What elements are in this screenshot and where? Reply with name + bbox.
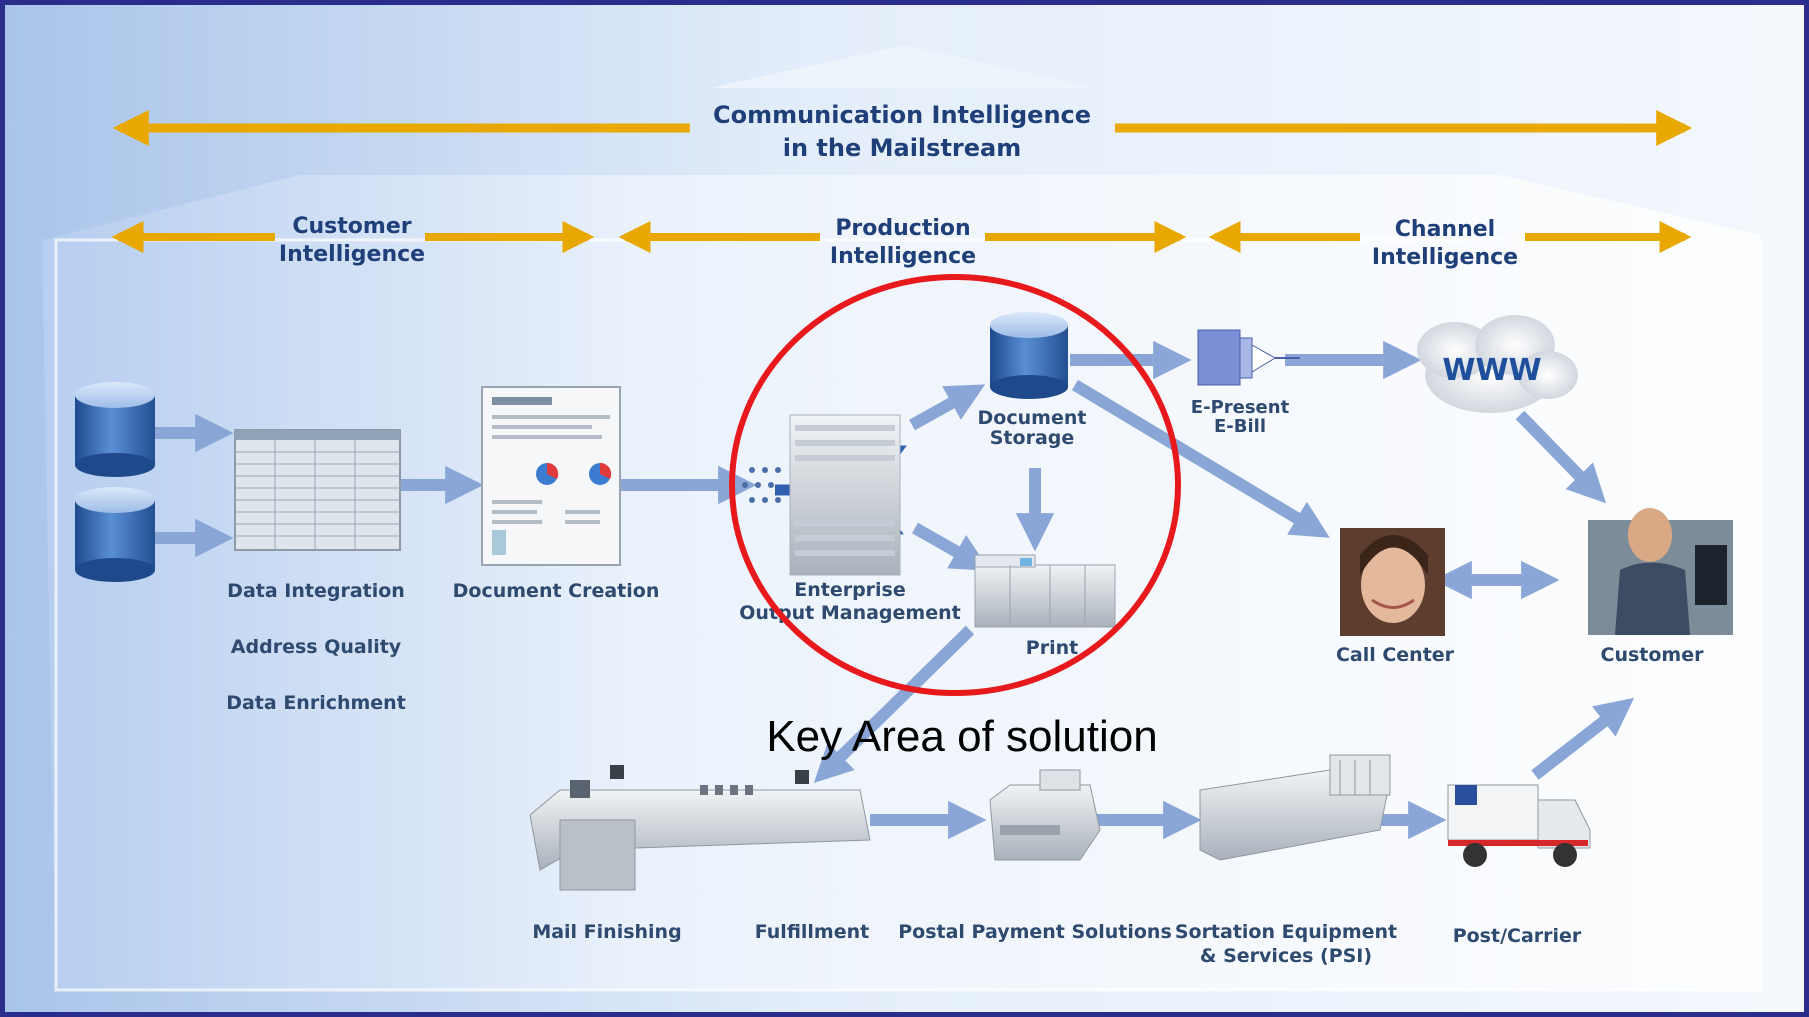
- production-intelligence-line1: Production: [835, 216, 970, 241]
- data-integration-label: Data Integration: [227, 580, 405, 602]
- customer-label: Customer: [1601, 644, 1705, 666]
- print-label: Print: [1026, 637, 1078, 659]
- database-icon-1: [75, 382, 155, 477]
- database-icon-2: [75, 487, 155, 582]
- banner-title-line2: in the Mailstream: [783, 134, 1021, 162]
- www-label: WWW: [1442, 353, 1541, 388]
- postal-payment-label: Postal Payment Solutions: [898, 921, 1172, 943]
- banner-title-line1: Communication Intelligence: [713, 101, 1091, 129]
- postage-meter-icon: [989, 769, 1101, 861]
- address-quality-label: Address Quality: [231, 636, 402, 658]
- customer-photo: [1588, 508, 1733, 635]
- inner-panel: [54, 238, 1762, 992]
- mail-finishing-label: Mail Finishing: [532, 921, 681, 943]
- document-creation-label: Document Creation: [453, 580, 660, 602]
- sortation-label-line2: & Services (PSI): [1200, 945, 1372, 967]
- sortation-machine-icon: [1199, 754, 1391, 861]
- epresent-label-line2: E-Bill: [1214, 416, 1266, 437]
- printer-machine-icon: [974, 554, 1116, 628]
- mail-finishing-machine-icon: [529, 765, 871, 891]
- sortation-label-line1: Sortation Equipment: [1175, 921, 1397, 943]
- mail-truck-icon: [1447, 784, 1591, 867]
- call-center-label: Call Center: [1336, 644, 1455, 666]
- storage-database-icon: [990, 312, 1068, 399]
- fulfillment-label: Fulfillment: [755, 921, 869, 943]
- cloud-icon: [1417, 315, 1578, 413]
- document-icon: [481, 386, 621, 566]
- key-area-highlight-circle: [729, 274, 1181, 696]
- enterprise-label-line1: Enterprise: [794, 579, 906, 601]
- document-storage-label-line1: Document: [978, 407, 1087, 429]
- enterprise-label-line2: Output Management: [739, 602, 960, 624]
- production-intelligence-line2: Intelligence: [830, 244, 976, 269]
- key-area-annotation: Key Area of solution: [766, 712, 1157, 761]
- data-enrichment-label: Data Enrichment: [226, 692, 406, 714]
- post-carrier-label: Post/Carrier: [1453, 925, 1582, 947]
- customer-intelligence-line2: Intelligence: [279, 242, 425, 267]
- call-center-photo: [1340, 528, 1445, 636]
- epresent-label-line1: E-Present: [1191, 397, 1290, 418]
- eom-to-storage-arrow: [909, 384, 986, 431]
- flow-arrows: [155, 340, 1635, 840]
- server-rack-icon: [742, 414, 901, 576]
- epresent-icon: [1197, 329, 1300, 386]
- channel-intelligence-line2: Intelligence: [1372, 245, 1518, 270]
- document-storage-label-line2: Storage: [990, 427, 1075, 449]
- channel-intelligence-line1: Channel: [1395, 217, 1495, 242]
- top-roof: [710, 45, 1095, 88]
- spreadsheet-icon: [234, 429, 401, 551]
- customer-intelligence-line1: Customer: [292, 214, 411, 239]
